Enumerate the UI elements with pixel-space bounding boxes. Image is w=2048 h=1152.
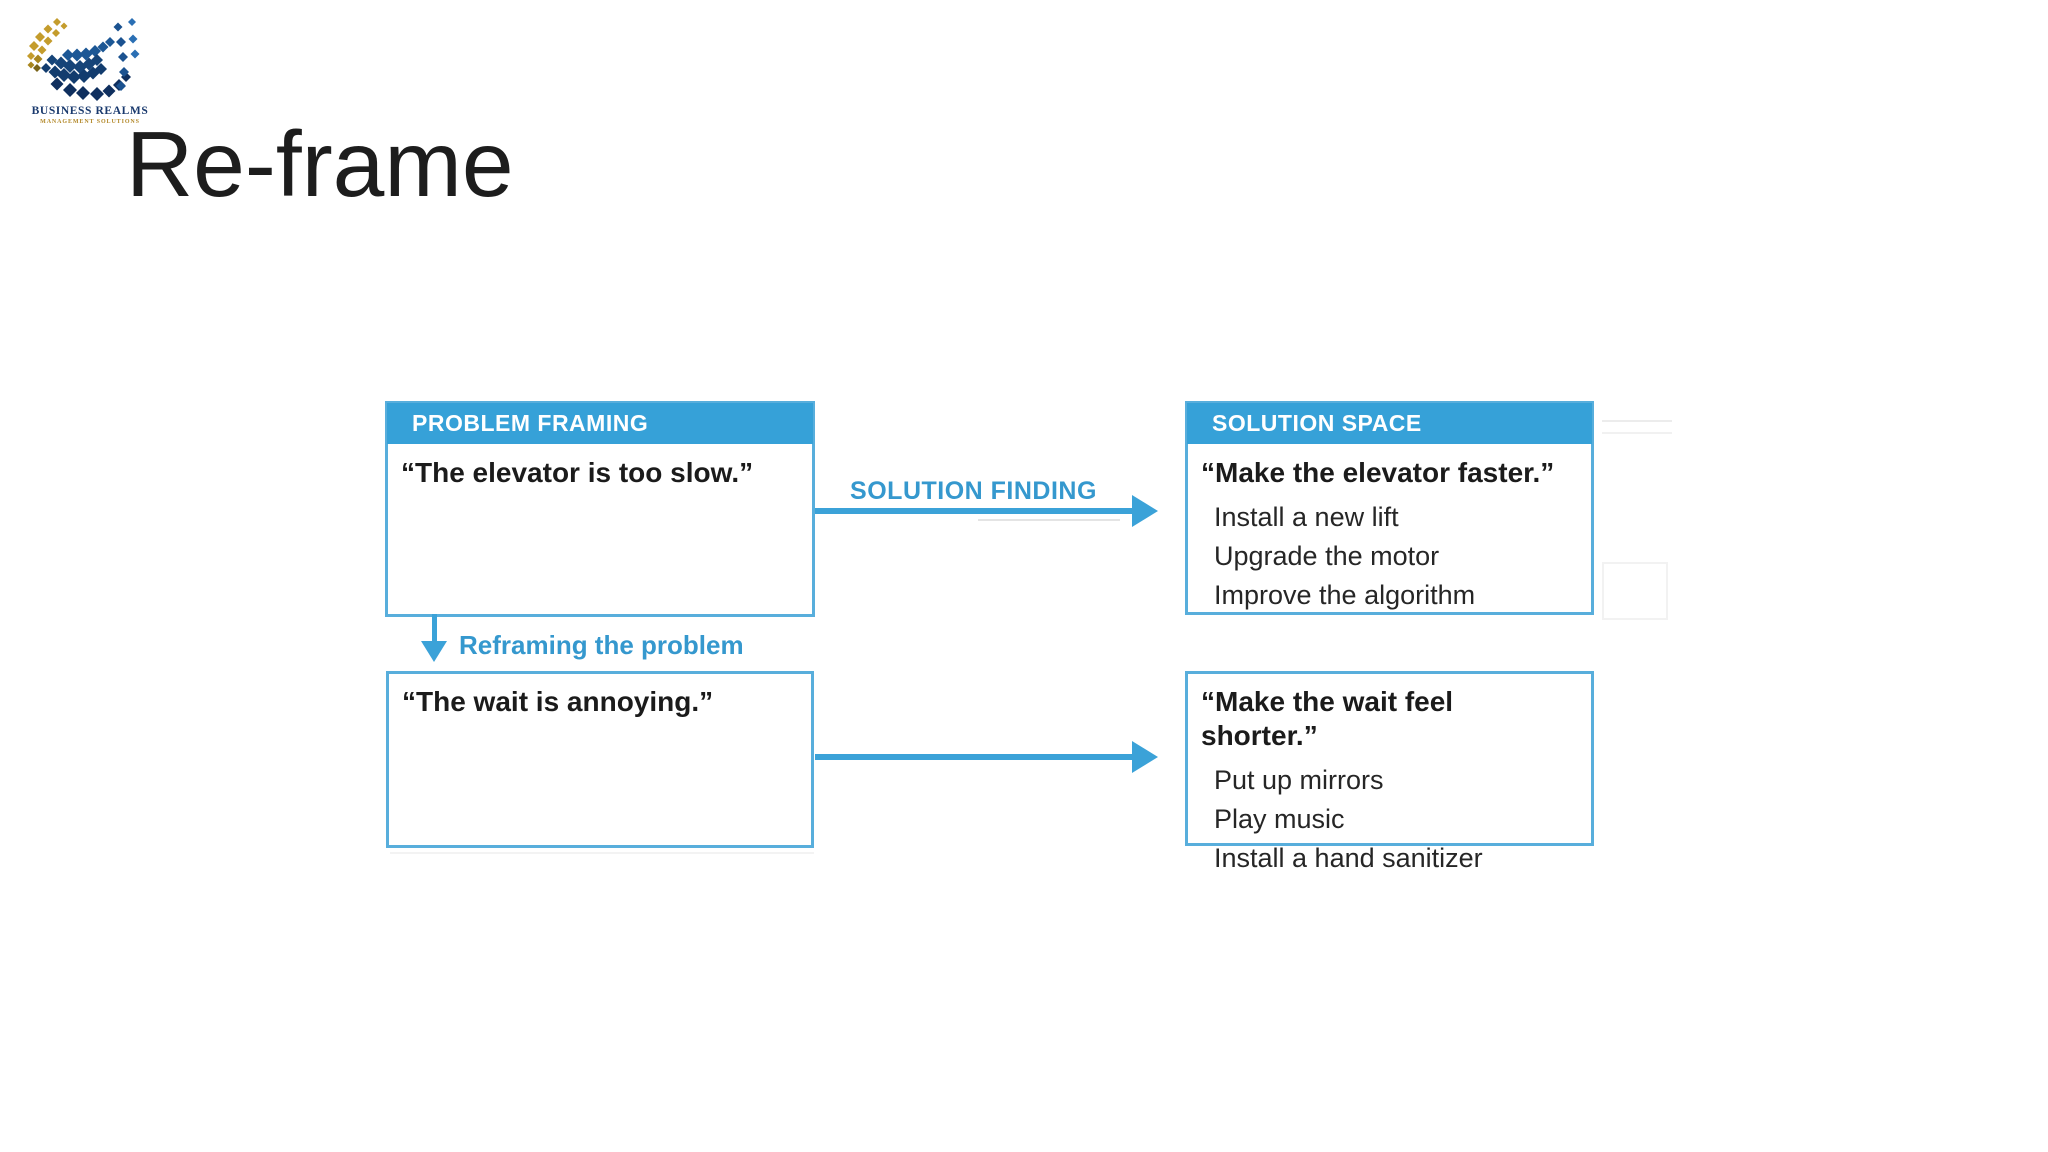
right-arrow-icon	[1132, 741, 1158, 773]
problem-framing-header: PROBLEM FRAMING	[387, 403, 813, 444]
solution-item: Put up mirrors	[1214, 765, 1384, 795]
problem-quote: “The elevator is too slow.”	[401, 457, 754, 488]
reframed-solutions-box: “Make the wait feel shorter.” Put up mir…	[1185, 671, 1594, 873]
solution-item: Upgrade the motor	[1214, 541, 1440, 571]
right-arrow-shaft	[815, 754, 1132, 760]
artifact-line	[1602, 432, 1672, 434]
solution-item: Install a hand sanitizer	[1214, 843, 1483, 873]
artifact-line	[978, 519, 1120, 521]
reframed-problem-box: “The wait is annoying.”	[386, 671, 814, 848]
down-arrow-shaft	[432, 614, 437, 641]
reframing-label: Reframing the problem	[459, 630, 744, 660]
artifact-line	[1602, 562, 1668, 620]
logo-company-name: BUSINESS REALMS	[31, 105, 149, 117]
down-arrow-icon	[421, 641, 447, 662]
solution-item: Install a new lift	[1214, 502, 1399, 532]
reframed-solution-quote: “Make the wait feel shorter.”	[1201, 686, 1454, 751]
artifact-line	[1602, 420, 1672, 422]
logo-tagline: MANAGEMENT SOLUTIONS	[40, 119, 140, 125]
right-arrow-shaft	[815, 508, 1132, 514]
solution-space-header: SOLUTION SPACE	[1187, 403, 1592, 444]
solution-item: Improve the algorithm	[1214, 580, 1476, 610]
solution-finding-label: SOLUTION FINDING	[850, 477, 1097, 505]
solution-space-box: SOLUTION SPACE “Make the elevator faster…	[1185, 401, 1594, 615]
solution-quote: “Make the elevator faster.”	[1201, 457, 1555, 488]
slide-title: Re-frame	[126, 112, 514, 216]
solution-item: Play music	[1214, 804, 1345, 834]
business-realms-logo: BUSINESS REALMS MANAGEMENT SOLUTIONS	[20, 10, 160, 135]
artifact-line	[390, 852, 814, 854]
right-arrow-icon	[1132, 495, 1158, 527]
globe-diamonds-icon	[27, 18, 140, 101]
problem-framing-box: PROBLEM FRAMING “The elevator is too slo…	[385, 401, 815, 617]
reframed-quote: “The wait is annoying.”	[402, 686, 714, 717]
